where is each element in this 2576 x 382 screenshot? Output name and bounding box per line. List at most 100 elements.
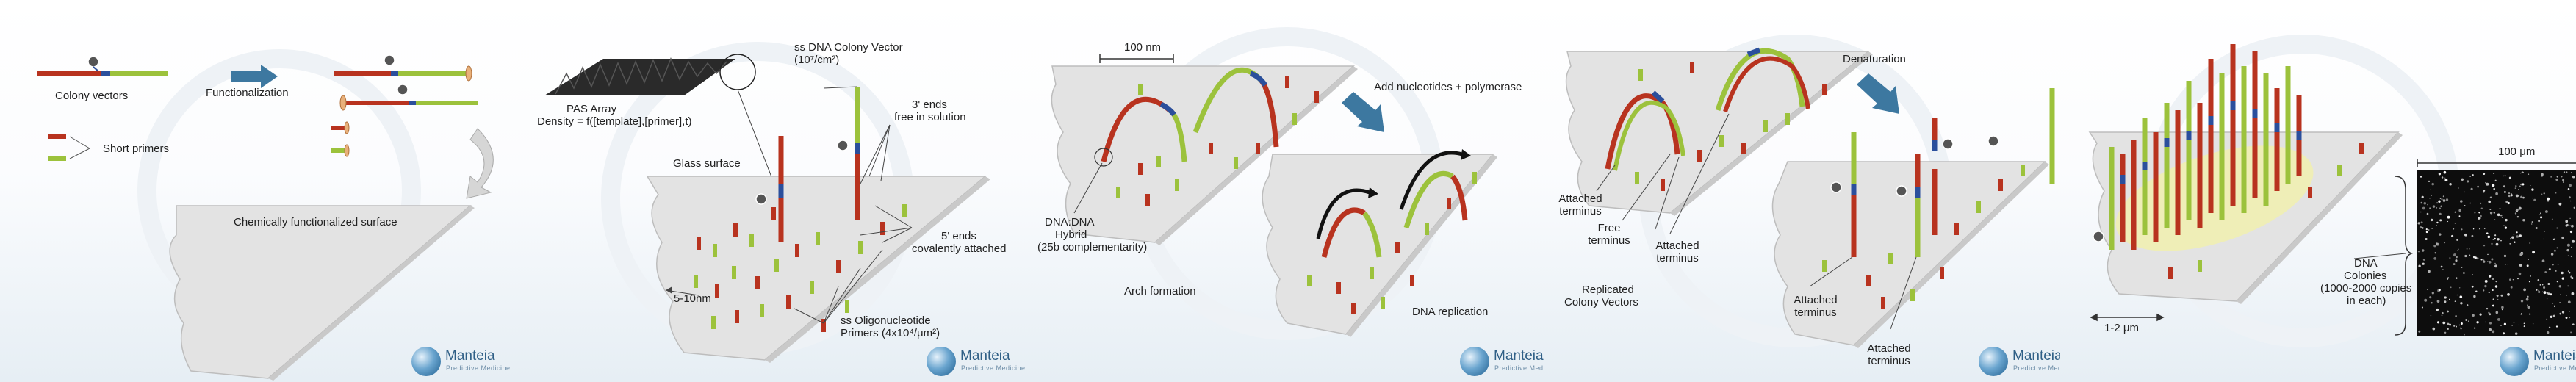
- denaturation-arrow: [1857, 73, 1899, 114]
- hybrid-leader-line: [1073, 162, 1103, 214]
- arch-formation-label: Arch formation: [1124, 285, 1196, 298]
- logo-orb-icon: [1460, 347, 1489, 376]
- surface-edge: [2237, 132, 2403, 304]
- colony-micrograph: [2417, 170, 2576, 336]
- manteia-logo: Manteia Predictive Medicine: [1979, 344, 2060, 378]
- leader-lines: [665, 86, 913, 324]
- manteia-logo: Manteia Predictive Medicine: [927, 344, 1030, 378]
- manteia-logo: Manteia Predictive Medicine: [2500, 344, 2576, 378]
- three-prime-label-line1: 3' ends: [912, 98, 947, 111]
- leader-lines: [1596, 113, 1917, 330]
- scale-label-100nm: 100 nm: [1124, 41, 1162, 54]
- functionalized-surface: [169, 205, 472, 379]
- denatured-strands: [1830, 88, 2055, 257]
- denaturation-label: Denaturation: [1843, 53, 1906, 65]
- short-primers: [48, 134, 90, 161]
- colony-strands: [2109, 44, 2302, 250]
- arch-2: [1192, 67, 1279, 148]
- arch-1: [1094, 96, 1187, 167]
- short-primers-label: Short primers: [103, 143, 170, 155]
- logo-orb-icon: [1979, 347, 2008, 376]
- hybrid-label-line2: Hybrid: [1055, 228, 1087, 241]
- attached-terminus-label-2: Attached terminus: [1655, 239, 1699, 264]
- curved-process-arrow: [466, 128, 494, 199]
- replication-arch-1: [1316, 187, 1382, 258]
- replicated-label-line2: Colony Vectors: [1564, 296, 1638, 309]
- colonies-label-line1: DNA: [2354, 257, 2378, 270]
- five-prime-label-line2: covalently attached: [912, 242, 1007, 255]
- free-terminus-label: Free terminus: [1588, 222, 1630, 247]
- oligonucleotide-primers: [694, 204, 907, 332]
- scale-bar-colony: [2090, 313, 2165, 322]
- attached-terminus-label-1: Attached terminus: [1558, 192, 1602, 217]
- glass-surface-label: Glass surface: [673, 157, 741, 170]
- scale-bar-100nm: [1099, 54, 1174, 63]
- dna-replication-label: DNA replication: [1412, 306, 1489, 318]
- hybrid-label-line3: (25b complementarity): [1037, 241, 1148, 253]
- surface-edge: [268, 206, 475, 381]
- spacing-label: 5-10nm: [674, 292, 711, 305]
- add-nucleotides-label: Add nucleotides + polymerase: [1374, 81, 1522, 93]
- panel-arch-formation: 100 nm Add nucleotides + polymerase DNA:…: [1030, 0, 1546, 382]
- functionalization-label: Functionalization: [206, 87, 289, 99]
- surface-edge: [765, 176, 990, 363]
- colony-marker-dot: [2093, 231, 2104, 242]
- logo-orb-icon: [927, 347, 956, 376]
- density-label: Density = f([template],[primer],t): [537, 115, 692, 128]
- ss-dna-colony-vector-2: [837, 87, 860, 220]
- pas-array-label: PAS Array: [566, 103, 617, 115]
- surface-primers: [2168, 143, 2364, 279]
- surface-edge: [1155, 66, 1358, 245]
- oligo-label-line2: Primers (4x10⁴/μm²): [841, 327, 940, 339]
- panel-denaturation: Denaturation Attached terminus Free term…: [1545, 0, 2061, 382]
- five-prime-label-line1: 5' ends: [941, 230, 976, 242]
- colony-linkers: [2120, 101, 2302, 184]
- micrograph-speckles: [2417, 170, 2575, 336]
- panel5-diagram: [2088, 35, 2576, 347]
- panel2-diagram: [544, 42, 990, 363]
- panel4-diagram: [1565, 35, 2055, 348]
- upper-primers: [1635, 62, 1827, 191]
- attached-terminus-label-3: Attached terminus: [1794, 294, 1838, 319]
- colonies-label-line4: in each): [2347, 295, 2386, 307]
- upper-surface: [1565, 51, 1871, 214]
- attached-terminus-label-4: Attached terminus: [1867, 342, 1911, 367]
- lower-primers: [1307, 172, 1477, 314]
- oligo-label-line1: ss Oligonucleotide: [841, 314, 931, 327]
- panel1-diagram: [37, 49, 494, 381]
- scale-label-micro: 100 μm: [2498, 145, 2536, 158]
- functionalized-primers: [331, 121, 350, 157]
- colony-vector-label-line1: ss DNA Colony Vector: [794, 41, 903, 54]
- manteia-logo: Manteia Predictive Medicine: [1460, 344, 1545, 378]
- lower-primers: [1822, 165, 2025, 309]
- double-arch-2: [1715, 47, 1810, 112]
- surface-label: Chemically functionalized surface: [234, 216, 397, 228]
- logo-orb-icon: [2500, 347, 2529, 376]
- three-prime-label-line2: free in solution: [894, 111, 966, 123]
- functionalized-vector-2: [339, 84, 478, 111]
- colony-vector-strand: [37, 56, 168, 76]
- colonies-leader-line: [2353, 253, 2406, 259]
- panel-pas-array: PAS Array Density = f([template],[primer…: [515, 0, 1031, 382]
- surface-edge: [1854, 162, 2049, 348]
- colonies-label-line2: Colonies: [2344, 270, 2387, 282]
- glass-surface: [646, 176, 987, 361]
- spacing-arrowhead: [666, 286, 672, 294]
- functionalized-vector-1: [334, 54, 472, 82]
- logo-orb-icon: [411, 347, 441, 376]
- process-arrow: [1342, 92, 1384, 132]
- scale-label-colony: 1-2 μm: [2104, 322, 2139, 334]
- colony-vectors-label: Colony vectors: [55, 90, 129, 102]
- manteia-logo: Manteia Predictive Medicine: [411, 344, 515, 378]
- scale-bar-micro: [2417, 159, 2576, 167]
- replication-arch-2: [1399, 149, 1471, 229]
- hybrid-label-line1: DNA:DNA: [1045, 216, 1095, 228]
- panel3-diagram: [1051, 27, 1497, 340]
- double-arch-1: [1605, 90, 1685, 171]
- upper-primers: [1116, 76, 1319, 206]
- ss-dna-colony-vector-1: [755, 136, 784, 242]
- colony-vector-label-line2: (10⁷/cm²): [794, 54, 840, 66]
- functionalization-arrow: [231, 65, 278, 88]
- colonies-label-line3: (1000-2000 copies: [2320, 282, 2412, 295]
- grouping-brace: [2395, 176, 2414, 336]
